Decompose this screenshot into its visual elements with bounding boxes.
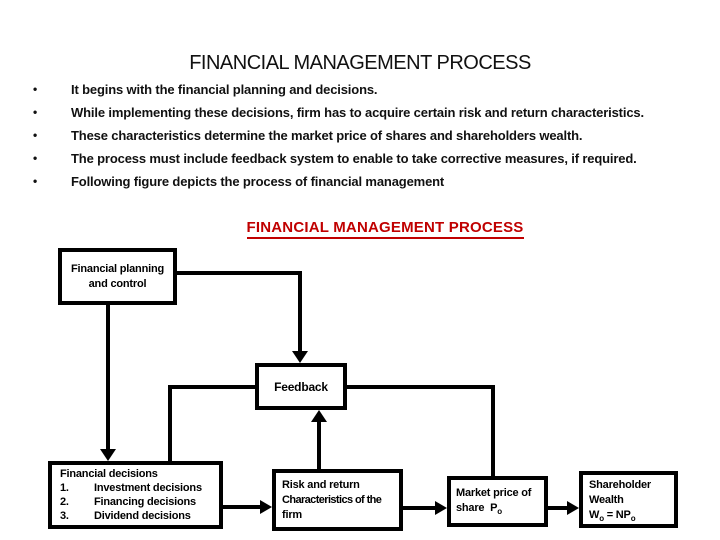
connector-planning-to-feedback-h <box>175 271 302 275</box>
arrowhead-up-feedback <box>311 410 327 422</box>
shareholder-line1: Shareholder <box>589 479 651 491</box>
financial-planning-line2: and control <box>88 277 147 290</box>
bullet-icon: • <box>33 151 38 165</box>
financial-planning-line1: Financial planning <box>71 262 164 275</box>
connector-feedback-to-market-h <box>345 385 495 389</box>
bullet-text: The process must include feedback system… <box>71 151 637 166</box>
bullet-text: Following figure depicts the process of … <box>71 174 445 189</box>
diagram-heading: FINANCIAL MANAGEMENT PROCESS <box>246 219 524 239</box>
connector-market-to-shareholder <box>546 506 569 510</box>
connector-planning-to-decisions <box>106 303 110 449</box>
decision-item: 1. Investment decisions <box>60 481 217 495</box>
connector-planning-to-feedback-v <box>298 271 302 351</box>
risk-return-box: Risk and return Characteristics of the f… <box>272 469 403 531</box>
arrowhead-down-feedback <box>292 351 308 363</box>
decision-item-number: 1. <box>60 482 69 494</box>
list-item: • Following figure depicts the process o… <box>30 173 692 190</box>
market-price-box: Market price of share Po <box>447 476 548 527</box>
financial-decisions-title: Financial decisions <box>60 468 158 480</box>
decision-item-number: 2. <box>60 496 69 508</box>
shareholder-wealth-box: Shareholder Wealth Wo = NPo <box>579 471 678 528</box>
decision-item-number: 3. <box>60 510 69 522</box>
bullet-list: • It begins with the financial planning … <box>30 81 692 196</box>
page-title: FINANCIAL MANAGEMENT PROCESS <box>189 52 531 74</box>
formula-w: W <box>589 509 600 521</box>
decision-item: 3. Dividend decisions <box>60 509 217 523</box>
arrowhead-down-decisions <box>100 449 116 461</box>
list-item: • The process must include feedback syst… <box>30 150 692 167</box>
formula-mid: = NP <box>603 509 631 521</box>
list-item: • While implementing these decisions, fi… <box>30 104 692 121</box>
formula-sub2: o <box>630 514 636 523</box>
market-price-line1: Market price of <box>456 487 532 499</box>
financial-decisions-box: Financial decisions 1. Investment decisi… <box>48 461 223 529</box>
connector-feedback-to-market-v <box>491 385 495 478</box>
connector-risk-to-market <box>401 506 437 510</box>
decision-item: 2. Financing decisions <box>60 495 217 509</box>
bullet-icon: • <box>33 105 38 119</box>
diagram-heading-row: FINANCIAL MANAGEMENT PROCESS <box>50 219 720 239</box>
list-item: • These characteristics determine the ma… <box>30 127 692 144</box>
feedback-label: Feedback <box>274 379 328 394</box>
market-price-symbol: share P <box>456 502 498 514</box>
connector-risk-to-feedback <box>317 420 321 471</box>
arrowhead-right-risk <box>260 500 272 514</box>
decision-item-text: Dividend decisions <box>94 510 191 522</box>
bullet-text: These characteristics determine the mark… <box>71 128 583 143</box>
decision-item-text: Financing decisions <box>94 496 196 508</box>
list-item: • It begins with the financial planning … <box>30 81 692 98</box>
connector-decisions-to-risk <box>221 505 262 509</box>
financial-planning-box: Financial planning and control <box>58 248 177 305</box>
risk-return-line2: Characteristics of the <box>282 494 382 506</box>
arrowhead-right-market <box>435 501 447 515</box>
shareholder-line2: Wealth <box>589 494 624 506</box>
bullet-icon: • <box>33 128 38 142</box>
bullet-text: It begins with the financial planning an… <box>71 82 378 97</box>
risk-return-line3: firm <box>282 509 302 521</box>
connector-feedback-to-decisions-h <box>168 385 257 389</box>
feedback-box: Feedback <box>255 363 347 410</box>
risk-return-line1: Risk and return <box>282 479 360 491</box>
arrowhead-right-shareholder <box>567 501 579 515</box>
connector-feedback-to-decisions-v <box>168 385 172 463</box>
formula-sub1: o <box>599 514 604 523</box>
market-price-line2: share Po <box>456 501 542 519</box>
decision-item-text: Investment decisions <box>94 482 202 494</box>
market-price-subscript: o <box>497 507 502 516</box>
shareholder-formula: Wo = NPo <box>589 508 672 526</box>
bullet-icon: • <box>33 82 38 96</box>
bullet-icon: • <box>33 174 38 188</box>
bullet-text: While implementing these decisions, firm… <box>71 105 644 120</box>
